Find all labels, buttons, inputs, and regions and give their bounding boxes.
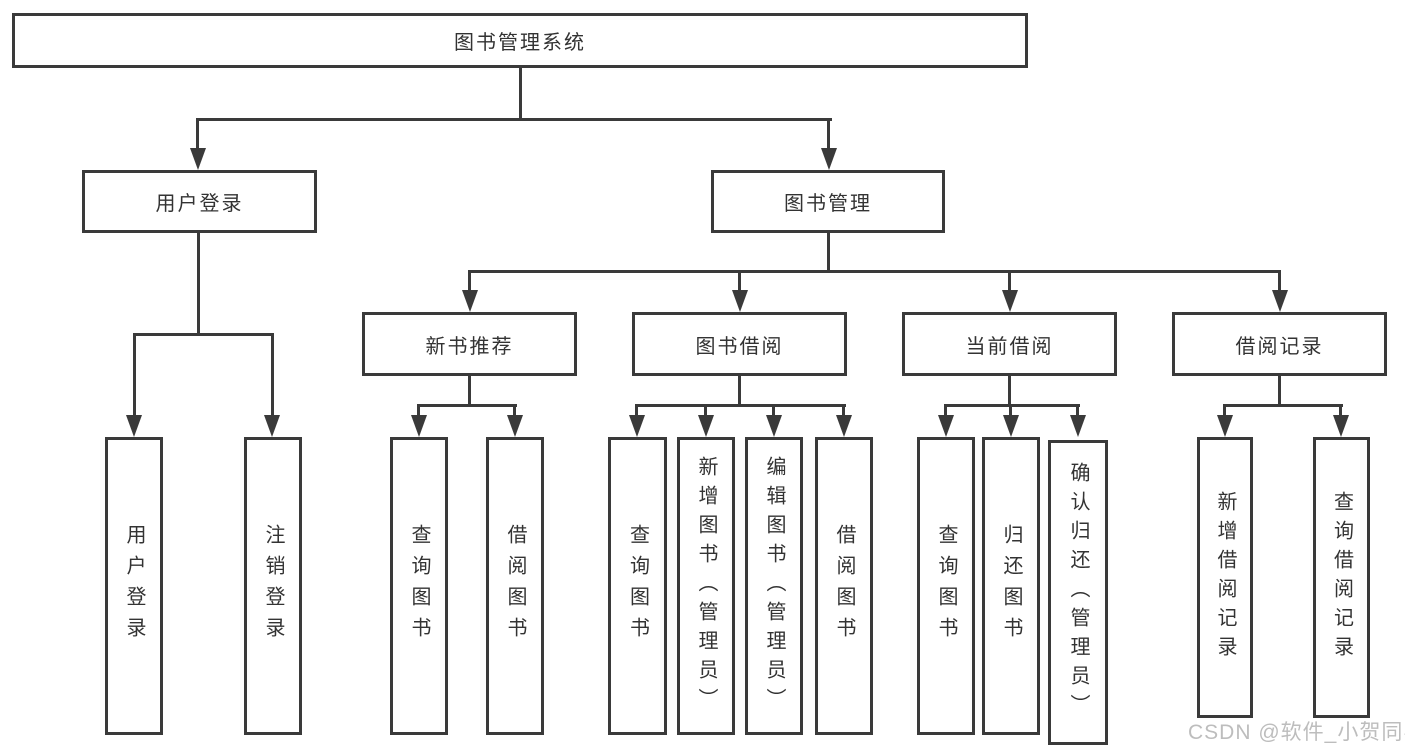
connector-line-vertical (1008, 375, 1011, 406)
connector-arrowhead (821, 148, 837, 170)
connector-line-vertical (1009, 406, 1012, 416)
connector-arrowhead (1217, 415, 1233, 437)
connector-line-vertical (1223, 406, 1226, 416)
leaf-current-confirm-return-admin: 确认归还（管理员） (1048, 440, 1108, 745)
connector-arrowhead (766, 415, 782, 437)
connector-arrowhead (190, 148, 206, 170)
connector-line-vertical (417, 406, 420, 416)
connector-line-horizontal (133, 333, 274, 336)
leaf-logout: 注销登录 (244, 437, 302, 735)
leaf-borrow-borrow-books: 借阅图书 (815, 437, 873, 735)
connector-line-vertical (271, 335, 274, 415)
node-book-management: 图书管理 (711, 170, 945, 233)
connector-line-vertical (196, 120, 199, 150)
connector-line-vertical (827, 232, 830, 272)
node-current-borrow: 当前借阅 (902, 312, 1117, 376)
connector-line-horizontal (417, 404, 517, 407)
connector-line-vertical (468, 375, 471, 406)
connector-line-vertical (197, 232, 200, 335)
connector-line-vertical (1278, 272, 1281, 290)
connector-arrowhead (1003, 415, 1019, 437)
leaf-user-login: 用户登录 (105, 437, 163, 735)
connector-line-vertical (944, 406, 947, 416)
connector-line-horizontal (468, 270, 1281, 273)
connector-arrowhead (462, 290, 478, 312)
connector-arrowhead (1070, 415, 1086, 437)
connector-line-vertical (772, 406, 775, 416)
connector-arrowhead (1272, 290, 1288, 312)
connector-arrowhead (1002, 290, 1018, 312)
connector-line-horizontal (944, 404, 1080, 407)
leaf-recommend-query-books: 查询图书 (390, 437, 448, 735)
connector-arrowhead (938, 415, 954, 437)
connector-line-vertical (133, 335, 136, 415)
connector-line-vertical (738, 375, 741, 406)
connector-line-horizontal (196, 118, 832, 121)
node-borrow-records: 借阅记录 (1172, 312, 1387, 376)
watermark: CSDN @软件_小贺同学 (1188, 721, 1405, 744)
connector-arrowhead (629, 415, 645, 437)
connector-line-vertical (468, 272, 471, 290)
connector-arrowhead (126, 415, 142, 437)
connector-arrowhead (836, 415, 852, 437)
leaf-records-add-record: 新增借阅记录 (1197, 437, 1253, 718)
connector-line-horizontal (635, 404, 846, 407)
node-user-login: 用户登录 (82, 170, 317, 233)
connector-arrowhead (507, 415, 523, 437)
leaf-records-query-record: 查询借阅记录 (1313, 437, 1370, 718)
node-system-root: 图书管理系统 (12, 13, 1028, 68)
node-book-borrow: 图书借阅 (632, 312, 847, 376)
connector-line-vertical (738, 272, 741, 290)
connector-line-vertical (1278, 375, 1281, 406)
leaf-current-return-books: 归还图书 (982, 437, 1040, 735)
leaf-borrow-query-books: 查询图书 (608, 437, 667, 735)
leaf-current-query-books: 查询图书 (917, 437, 975, 735)
connector-line-vertical (513, 406, 516, 416)
leaf-recommend-borrow-books: 借阅图书 (486, 437, 544, 735)
connector-line-vertical (827, 120, 830, 150)
connector-line-vertical (1008, 272, 1011, 290)
connector-arrowhead (411, 415, 427, 437)
connector-line-vertical (635, 406, 638, 416)
leaf-borrow-add-books-admin: 新增图书（管理员） (677, 437, 735, 735)
connector-line-vertical (519, 67, 522, 120)
connector-line-vertical (842, 406, 845, 416)
connector-line-vertical (1076, 406, 1079, 416)
node-new-book-recommend: 新书推荐 (362, 312, 577, 376)
connector-arrowhead (698, 415, 714, 437)
connector-arrowhead (264, 415, 280, 437)
leaf-borrow-edit-books-admin: 编辑图书（管理员） (745, 437, 803, 735)
connector-arrowhead (732, 290, 748, 312)
connector-line-vertical (1339, 406, 1342, 416)
connector-arrowhead (1333, 415, 1349, 437)
connector-line-vertical (704, 406, 707, 416)
connector-line-horizontal (1223, 404, 1343, 407)
